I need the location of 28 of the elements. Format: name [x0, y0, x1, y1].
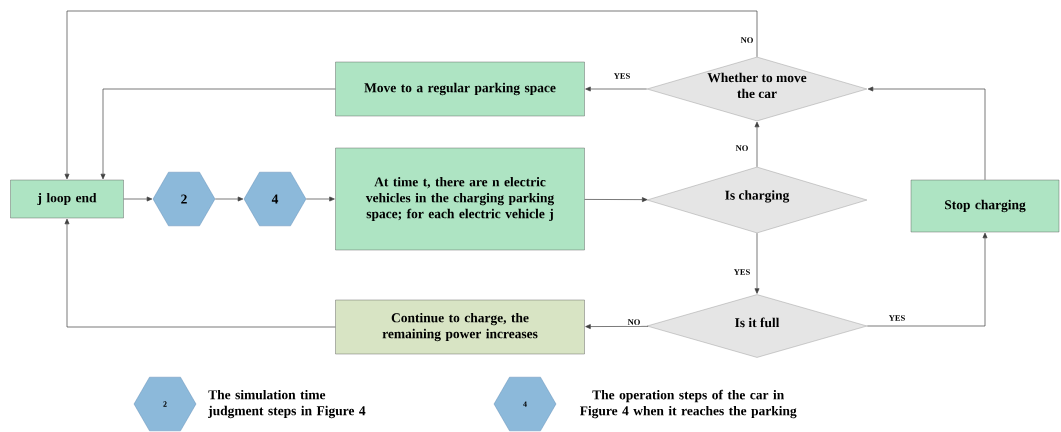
arrow — [100, 88, 336, 180]
process-box: At time t, there are n electric vehicles in the charging parking space; for each electric vehicle j — [335, 147, 585, 251]
arrow — [867, 86, 986, 181]
step-hexagon: 2 — [152, 171, 216, 227]
process-box: Stop charging — [910, 179, 1060, 233]
edge-label: NO — [734, 144, 750, 152]
arrow — [64, 218, 336, 328]
edge-label: NO — [739, 36, 755, 44]
legend-text: The simulation time judgment steps in Figure 4 — [208, 389, 366, 419]
arrow — [305, 196, 335, 202]
arrow — [754, 232, 760, 294]
arrow — [585, 324, 649, 329]
arrow — [754, 121, 760, 168]
process-box: Move to a regular parking space — [335, 61, 585, 117]
arrow — [584, 197, 648, 203]
step-hexagon: 4 — [243, 171, 307, 227]
edge-label: NO — [626, 318, 642, 326]
edge-label: YES — [732, 268, 752, 276]
arrow — [214, 196, 244, 202]
process-box: j loop end — [10, 179, 124, 219]
edge-label: YES — [887, 314, 907, 322]
arrow — [866, 232, 988, 327]
edge-label: YES — [612, 72, 632, 80]
arrow — [64, 10, 758, 180]
arrow — [585, 86, 648, 92]
arrow — [123, 196, 153, 202]
legend-text: The operation steps of the car in Figure 4 when it reaches the parking — [579, 389, 797, 419]
process-box: Continue to charge, the remaining power increases — [335, 299, 585, 355]
